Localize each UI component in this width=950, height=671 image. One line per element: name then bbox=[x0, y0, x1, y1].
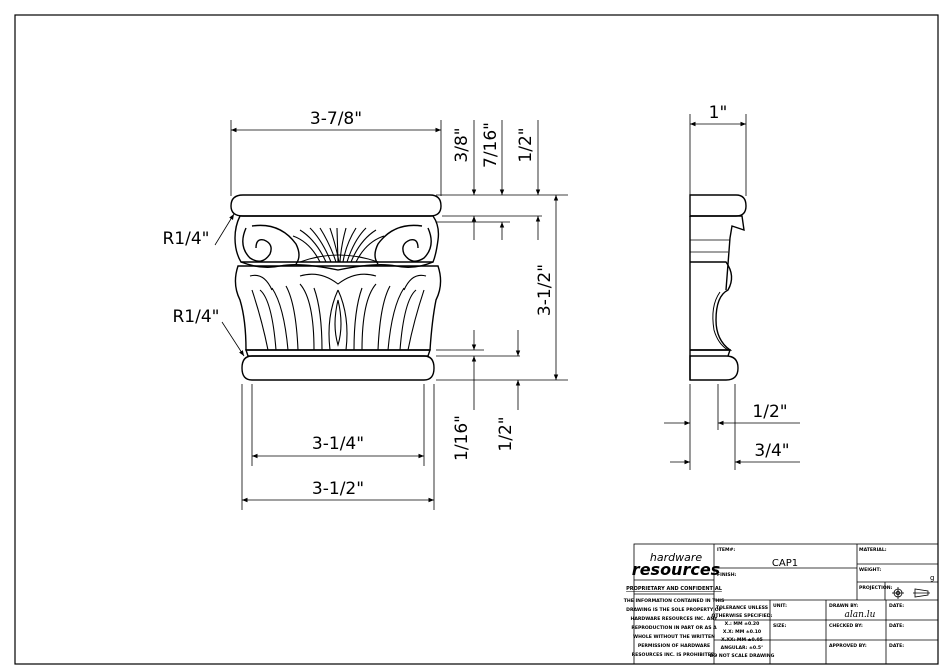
dim-base-outer-width: 3-1/2" bbox=[312, 479, 364, 499]
dim-radius-upper: R1/4" bbox=[163, 229, 210, 249]
svg-text:PERMISSION OF HARDWARE: PERMISSION OF HARDWARE bbox=[638, 643, 710, 649]
dim-front-top-width: 3-7/8" bbox=[310, 109, 362, 129]
svg-text:DO NOT SCALE DRAWING: DO NOT SCALE DRAWING bbox=[710, 653, 775, 659]
dim-top-1-2: 1/2" bbox=[516, 127, 536, 162]
sheet-border bbox=[14, 14, 939, 665]
dim-top-7-16: 7/16" bbox=[481, 122, 501, 168]
svg-text:X.XX: MM ±0.05: X.XX: MM ±0.05 bbox=[721, 637, 763, 643]
dim-radius-lower: R1/4" bbox=[173, 307, 220, 327]
weight-value: g bbox=[930, 574, 934, 582]
date-label-2: DATE: bbox=[889, 623, 904, 629]
svg-text:X.: MM ±0.20: X.: MM ±0.20 bbox=[725, 621, 760, 627]
projection-label: PROJECTION: bbox=[859, 585, 893, 591]
proprietary-lines: THE INFORMATION CONTAINED IN THIS DRAWIN… bbox=[624, 598, 725, 658]
approved-by-label: APPROVED BY: bbox=[829, 643, 867, 649]
item-label: ITEM#: bbox=[717, 547, 735, 553]
svg-text:DRAWING IS THE SOLE PROPERTY O: DRAWING IS THE SOLE PROPERTY OF bbox=[626, 607, 722, 613]
dim-height: 3-1/2" bbox=[535, 264, 555, 316]
logo-top: hardware bbox=[650, 551, 702, 564]
unit-label: UNIT: bbox=[773, 603, 787, 609]
tolerance-block: TOLERANCE UNLESS OTHERWISE SPECIFIED: X.… bbox=[710, 605, 775, 659]
svg-text:X.X: MM ±0.10: X.X: MM ±0.10 bbox=[723, 629, 761, 635]
item-value: CAP1 bbox=[772, 558, 798, 569]
date-label-3: DATE: bbox=[889, 643, 904, 649]
dim-bottom-1-2: 1/2" bbox=[496, 416, 516, 451]
projection-icon bbox=[892, 587, 930, 599]
title-block bbox=[633, 543, 939, 665]
front-lower-bell bbox=[234, 265, 442, 351]
material-label: MATERIAL: bbox=[859, 547, 887, 553]
front-leaves bbox=[249, 273, 427, 351]
proprietary-heading: PROPRIETARY AND CONFIDENTIAL bbox=[626, 586, 723, 592]
svg-text:REPRODUCTION IN PART OR AS A: REPRODUCTION IN PART OR AS A bbox=[631, 625, 717, 631]
finish-label: FINISH: bbox=[717, 572, 737, 578]
date-label-1: DATE: bbox=[889, 603, 904, 609]
side-bell bbox=[690, 261, 733, 351]
weight-label: WEIGHT: bbox=[859, 567, 881, 573]
front-view bbox=[230, 194, 442, 381]
dim-side-depth: 1" bbox=[709, 103, 728, 123]
svg-text:THE INFORMATION CONTAINED IN T: THE INFORMATION CONTAINED IN THIS bbox=[624, 598, 725, 604]
dim-top-3-8: 3/8" bbox=[452, 127, 472, 162]
front-acanthus-fan bbox=[292, 227, 385, 263]
front-dimensions bbox=[214, 120, 568, 510]
front-base bbox=[241, 355, 435, 381]
front-volutes bbox=[242, 224, 432, 265]
dim-side-1-2: 1/2" bbox=[752, 402, 787, 422]
side-base bbox=[689, 355, 739, 381]
dim-bottom-1-16: 1/16" bbox=[452, 415, 472, 461]
svg-text:TOLERANCE UNLESS: TOLERANCE UNLESS bbox=[716, 605, 768, 611]
checked-by-label: CHECKED BY: bbox=[829, 623, 863, 629]
svg-text:WHOLE WITHOUT THE WRITTEN: WHOLE WITHOUT THE WRITTEN bbox=[633, 634, 715, 640]
side-abacus bbox=[689, 194, 747, 217]
dim-base-inner-width: 3-1/4" bbox=[312, 434, 364, 454]
drawn-by-signature: alan.lu bbox=[845, 610, 876, 620]
drawn-by-label: DRAWN BY: bbox=[829, 603, 858, 609]
side-dimensions bbox=[664, 114, 800, 470]
svg-text:RESOURCES INC. IS PROHIBITED.: RESOURCES INC. IS PROHIBITED. bbox=[632, 652, 717, 658]
svg-text:OTHERWISE SPECIFIED:: OTHERWISE SPECIFIED: bbox=[712, 613, 773, 619]
side-view bbox=[689, 194, 747, 381]
dim-side-3-4: 3/4" bbox=[754, 441, 789, 461]
logo-bottom: resources bbox=[632, 560, 720, 579]
svg-text:HARDWARE RESOURCES INC. ANY: HARDWARE RESOURCES INC. ANY bbox=[630, 616, 718, 622]
size-label: SIZE: bbox=[773, 623, 786, 629]
svg-text:ANGULAR: ±0.5°: ANGULAR: ±0.5° bbox=[721, 645, 764, 651]
front-abacus bbox=[230, 194, 442, 217]
